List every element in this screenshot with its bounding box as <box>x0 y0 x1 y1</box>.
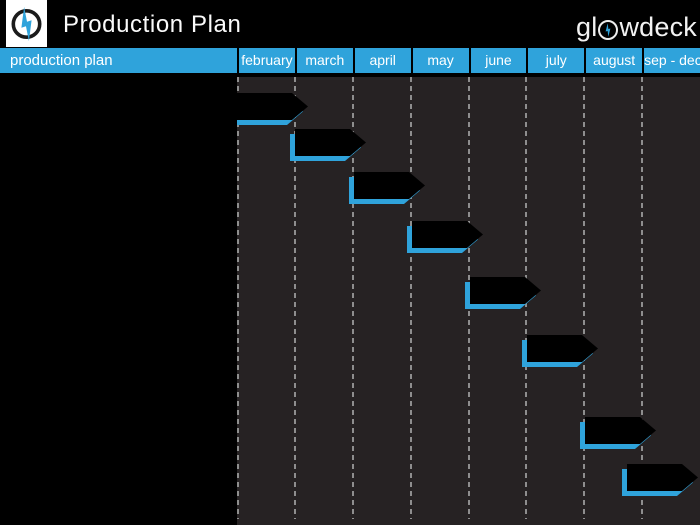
brand-text-prefix: gl <box>576 12 598 42</box>
gantt-bar-march <box>290 129 367 167</box>
task-label-panel <box>0 73 237 525</box>
month-header-sep-dec: sep - dec <box>642 48 700 73</box>
month-header-february: february <box>237 48 295 73</box>
brand-logo: gl wdeck <box>576 0 697 48</box>
month-header-april: april <box>352 48 411 73</box>
gantt-bar-february <box>237 93 309 131</box>
grid-line <box>583 77 585 519</box>
month-header-august: august <box>584 48 643 73</box>
grid-line <box>352 77 354 519</box>
grid-line <box>410 77 412 519</box>
month-header-march: march <box>294 48 353 73</box>
gantt-plot <box>237 77 700 525</box>
month-header-may: may <box>410 48 469 73</box>
app-logo <box>6 0 47 47</box>
gantt-bar-mid-august <box>622 464 699 502</box>
grid-line <box>237 77 239 519</box>
page-title: Production Plan <box>63 11 242 38</box>
gantt-bar-june <box>465 277 542 315</box>
month-header-july: july <box>526 48 585 73</box>
gantt-bar-july <box>522 335 599 373</box>
grid-line <box>641 77 643 519</box>
gantt-bar-may <box>407 221 484 259</box>
gantt-bar-april <box>349 172 426 210</box>
brand-text-suffix: wdeck <box>619 12 697 42</box>
title-bar: Production Plan gl wdeck <box>0 0 700 48</box>
lightning-bolt-icon <box>6 0 47 47</box>
grid-line <box>294 77 296 519</box>
gantt-bar-august <box>580 417 657 455</box>
brand-bolt-icon <box>598 19 619 40</box>
plan-label: production plan <box>0 48 237 73</box>
month-header-june: june <box>468 48 527 73</box>
